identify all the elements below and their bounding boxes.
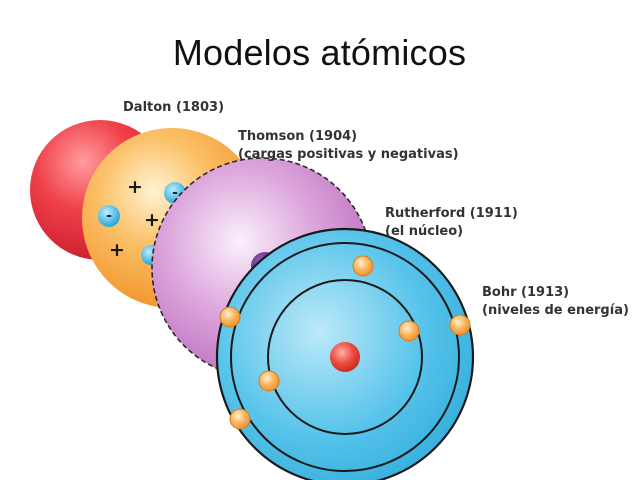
page-title: Modelos atómicos [172, 32, 467, 73]
svg-text:+: + [144, 209, 160, 231]
label-bohr: Bohr (1913) (niveles de energía) [482, 284, 629, 320]
svg-text:-: - [106, 208, 112, 224]
bohr-atom [215, 227, 475, 480]
bohr-orbit-outer [230, 242, 460, 472]
svg-text:+: + [109, 239, 125, 261]
label-thomson-note: (cargas positivas y negativas) [238, 147, 459, 162]
bohr-orbit-inner [267, 279, 423, 435]
bohr-nucleus [330, 342, 360, 372]
label-thomson-name: Thomson (1904) [238, 129, 358, 144]
svg-text:-: - [172, 185, 178, 201]
label-bohr-name: Bohr (1913) [482, 285, 570, 300]
label-rutherford-note: (el núcleo) [385, 224, 464, 239]
label-dalton-name: Dalton (1803) [123, 100, 225, 115]
label-dalton: Dalton (1803) [123, 99, 224, 117]
label-rutherford: Rutherford (1911) (el núcleo) [385, 205, 518, 241]
svg-text:+: + [127, 176, 143, 198]
bohr-electrons [219, 255, 471, 430]
label-rutherford-name: Rutherford (1911) [385, 206, 518, 221]
label-bohr-note: (niveles de energía) [482, 303, 629, 318]
label-thomson: Thomson (1904) (cargas positivas y negat… [238, 128, 459, 164]
